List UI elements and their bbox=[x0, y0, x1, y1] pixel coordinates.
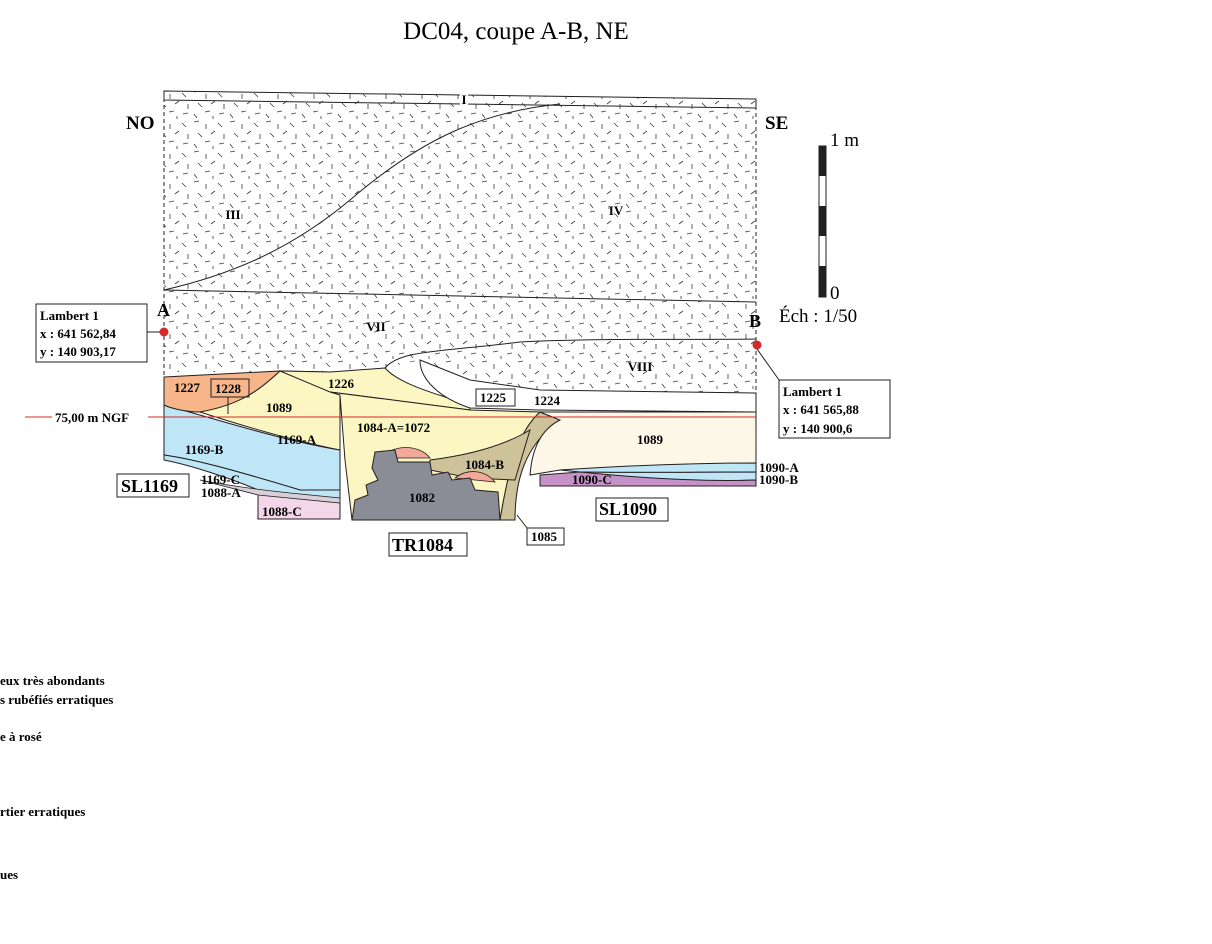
layer-label-1084-a: 1084-A=1072 bbox=[357, 420, 430, 435]
layer-label-1085: 1085 bbox=[531, 529, 558, 544]
layer-label-1227: 1227 bbox=[174, 380, 201, 395]
horizon-i-label: I bbox=[461, 92, 466, 107]
layer-label-1082: 1082 bbox=[409, 490, 435, 505]
horizon-viii-boundary bbox=[384, 338, 757, 369]
horizon-iii-iv-area bbox=[164, 100, 756, 302]
layer-1089-left bbox=[199, 370, 341, 451]
layer-box-1228 bbox=[210, 378, 250, 398]
legend-line-3: e à rosé bbox=[0, 729, 42, 744]
scale-ratio-label: Éch : 1/50 bbox=[779, 305, 857, 327]
layer-label-1169-c: 1169-C bbox=[201, 472, 240, 487]
legend-line-4: rtier erratiques bbox=[0, 804, 85, 819]
horizon-iii-iv-boundary bbox=[163, 103, 561, 291]
layer-label-1088-c: 1088-C bbox=[262, 504, 302, 519]
scale-bar-seg-3 bbox=[819, 266, 826, 297]
structure-box-sl1169 bbox=[116, 473, 190, 498]
layer-1090-c bbox=[539, 471, 757, 487]
coord-b-x: x : 641 565,88 bbox=[783, 402, 859, 417]
point-b-label: B bbox=[749, 311, 761, 331]
structure-label-sl1169: SL1169 bbox=[121, 476, 178, 496]
ngf-label: 75,00 m NGF bbox=[55, 410, 129, 425]
point-a-label: A bbox=[157, 300, 170, 320]
layer-label-1090-c: 1090-C bbox=[572, 472, 612, 487]
coord-b-system: Lambert 1 bbox=[783, 384, 842, 399]
legend-line-1: eux très abondants bbox=[0, 673, 105, 688]
coord-b-y: y : 140 900,6 bbox=[783, 421, 853, 436]
scale-bottom-label: 0 bbox=[830, 283, 840, 304]
horizon-iv-label: IV bbox=[609, 203, 624, 218]
section-title: DC04, coupe A-B, NE bbox=[403, 18, 629, 45]
point-a-marker bbox=[159, 327, 169, 337]
coord-box-a bbox=[35, 303, 148, 363]
layer-label-1224: 1224 bbox=[534, 393, 561, 408]
layer-1224 bbox=[419, 359, 757, 413]
coord-box-b bbox=[778, 379, 891, 439]
layer-label-1169-b: 1169-B bbox=[185, 442, 224, 457]
structure-box-tr1084 bbox=[388, 532, 468, 557]
coord-a-y: y : 140 903,17 bbox=[40, 344, 116, 359]
scale-bar-seg-2 bbox=[819, 206, 826, 236]
layer-label-1084-b: 1084-B bbox=[465, 457, 504, 472]
layer-label-1088-a: 1088-A bbox=[201, 485, 241, 500]
scale-bar-seg-1 bbox=[819, 146, 826, 176]
coord-box-b-leader bbox=[756, 348, 780, 381]
structure-label-tr1084: TR1084 bbox=[392, 535, 453, 555]
layer-1082-stone bbox=[351, 449, 501, 521]
orientation-left: NO bbox=[126, 113, 155, 134]
layer-label-1089-right: 1089 bbox=[637, 432, 664, 447]
horizon-vii-label: VII bbox=[366, 319, 386, 334]
layer-label-1090-b: 1090-B bbox=[759, 472, 798, 487]
layer-box-1085-leader bbox=[516, 514, 528, 529]
legend-line-2: s rubéfiés erratiques bbox=[0, 692, 113, 707]
layer-box-1085 bbox=[526, 527, 565, 546]
structure-box-sl1090 bbox=[595, 497, 669, 522]
layer-label-1090-a: 1090-A bbox=[759, 460, 799, 475]
horizon-iii-label: III bbox=[225, 207, 240, 222]
layer-label-1225: 1225 bbox=[480, 390, 507, 405]
orientation-right: SE bbox=[765, 113, 788, 134]
layer-1084-b-mid bbox=[429, 428, 531, 481]
layer-label-1089-left: 1089 bbox=[266, 400, 293, 415]
layer-label-1228: 1228 bbox=[215, 381, 242, 396]
coord-a-x: x : 641 562,84 bbox=[40, 326, 116, 341]
horizon-viii-label: VIII bbox=[628, 359, 653, 374]
layer-label-1169-a: 1169-A bbox=[277, 432, 317, 447]
layer-label-1226: 1226 bbox=[328, 376, 355, 391]
coord-a-system: Lambert 1 bbox=[40, 308, 99, 323]
point-b-marker bbox=[752, 340, 762, 350]
scale-top-label: 1 m bbox=[830, 130, 859, 151]
structure-label-sl1090: SL1090 bbox=[599, 499, 657, 519]
layer-1088-a bbox=[199, 479, 341, 504]
layer-pink-lens-2 bbox=[453, 471, 496, 483]
layer-box-1225 bbox=[475, 388, 516, 407]
legend-line-5: ues bbox=[0, 867, 18, 882]
horizon-vii-viii-area bbox=[164, 290, 756, 393]
